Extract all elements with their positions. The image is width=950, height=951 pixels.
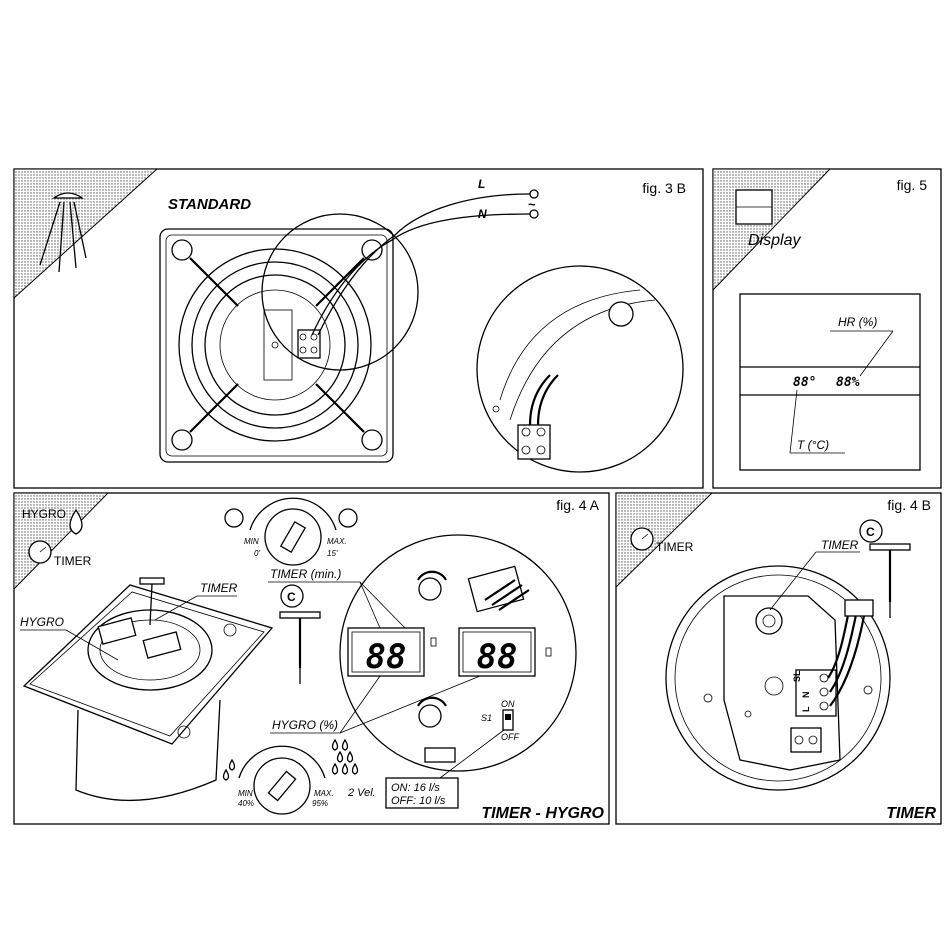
timer-callout: TIMER — [821, 538, 859, 552]
corner-hatch — [14, 169, 157, 298]
s1-switch[interactable] — [503, 710, 513, 730]
fig-label: fig. 4 A — [556, 497, 599, 513]
hygro-callout: HYGRO — [20, 615, 64, 629]
panel-fig-4a: fig. 4 A HYGRO TIMER TIMER HYGRO — [14, 493, 609, 824]
timer-knob-min: MIN — [244, 537, 259, 546]
switch-on-label: ON — [501, 699, 515, 709]
timer-icon-label: TIMER — [54, 554, 92, 568]
zoom-detail — [477, 266, 683, 472]
fan-plate — [160, 229, 393, 462]
wire-l-label: L — [478, 177, 485, 191]
timer-callout: TIMER — [200, 581, 238, 595]
timer-icon-label: TIMER — [656, 540, 694, 554]
timer-knob-min-value: 0' — [254, 549, 260, 558]
timer-minutes-label: TIMER (min.) — [270, 567, 341, 581]
speed-on-label: ON: 16 l/s — [391, 782, 440, 794]
switch-s1-label: S1 — [481, 713, 492, 723]
hygro-icon-label: HYGRO — [22, 507, 66, 521]
fig-label: fig. 4 B — [887, 497, 931, 513]
magnifier-ring — [262, 214, 418, 370]
readout-humidity: 88% — [836, 375, 860, 390]
terminal-l: L — [801, 706, 811, 712]
hr-label: HR (%) — [838, 315, 877, 329]
fig-label: fig. 5 — [897, 177, 928, 193]
hygro-knob-max-value: 95% — [312, 799, 328, 808]
speeds-label: 2 Vel. — [347, 787, 376, 799]
panel-fig-5: fig. 5 Display 88° 88% HR (%) T (°C) — [713, 169, 941, 488]
terminal-n: N — [801, 692, 811, 699]
display-icon-label: Display — [748, 232, 801, 249]
panel-fig-4b: fig. 4 B TIMER SL N L — [616, 493, 941, 824]
tool-letter: C — [866, 525, 875, 539]
switch-off-label: OFF — [501, 732, 519, 742]
ac-symbol: ~ — [528, 197, 536, 212]
adjust-tool — [280, 585, 320, 684]
mains-wires — [312, 190, 538, 335]
wire-n-label: N — [478, 207, 487, 221]
hygro-knob-max: MAX. — [314, 789, 334, 798]
standard-title: STANDARD — [168, 196, 251, 213]
mode-title: TIMER — [886, 805, 936, 822]
hygro-display: 88 — [477, 637, 518, 677]
terminal-sl: SL — [792, 670, 802, 682]
speed-off-label: OFF: 10 l/s — [391, 795, 446, 807]
hygro-percent-label: HYGRO (%) — [272, 718, 338, 732]
hygro-knob-min-value: 40% — [238, 799, 254, 808]
timer-knob-max: MAX. — [327, 537, 347, 546]
timer-knob-max-value: 15' — [327, 549, 338, 558]
tool-letter: C — [287, 590, 296, 604]
display-screen: 88° 88% HR (%) T (°C) — [740, 294, 920, 470]
t-label: T (°C) — [797, 438, 829, 452]
panel-fig-3b: fig. 3 B STANDARD — [14, 169, 703, 488]
timer-display: 88 — [366, 637, 407, 677]
water-drops-icon — [333, 740, 358, 774]
readout-temperature: 88° — [793, 375, 816, 390]
mode-title: TIMER - HYGRO — [481, 805, 604, 822]
fig-label: fig. 3 B — [642, 180, 686, 196]
hygro-knob-min: MIN — [238, 789, 253, 798]
